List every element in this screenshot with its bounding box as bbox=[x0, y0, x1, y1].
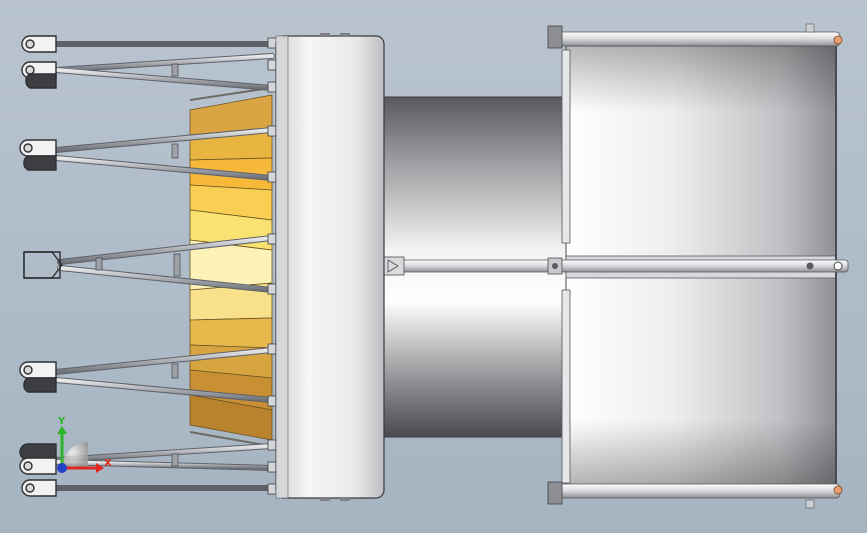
clevis-1 bbox=[21, 35, 57, 53]
clevis-5 bbox=[19, 361, 57, 393]
middle-rod[interactable] bbox=[383, 256, 849, 276]
triad-x-label: X bbox=[104, 458, 112, 469]
bottom-rod-pin-icon bbox=[833, 485, 843, 495]
flange-disc[interactable] bbox=[275, 33, 385, 501]
clevis-4 bbox=[23, 251, 63, 279]
clevis-7 bbox=[21, 479, 57, 497]
clevis-fittings[interactable] bbox=[19, 35, 63, 497]
fin-8 bbox=[189, 317, 273, 349]
bottom-rod[interactable] bbox=[547, 481, 843, 509]
clevis-6 bbox=[19, 443, 57, 475]
tie-rod-linkages[interactable] bbox=[53, 41, 275, 491]
top-rod-pin-icon bbox=[833, 35, 843, 45]
clevis-2 bbox=[21, 61, 57, 89]
top-rod[interactable] bbox=[547, 23, 843, 49]
clevis-3 bbox=[19, 139, 57, 171]
triad-y-label: Y bbox=[57, 416, 66, 427]
coordinate-triad: Y X bbox=[57, 416, 112, 473]
triad-z-axis-icon bbox=[57, 463, 67, 473]
